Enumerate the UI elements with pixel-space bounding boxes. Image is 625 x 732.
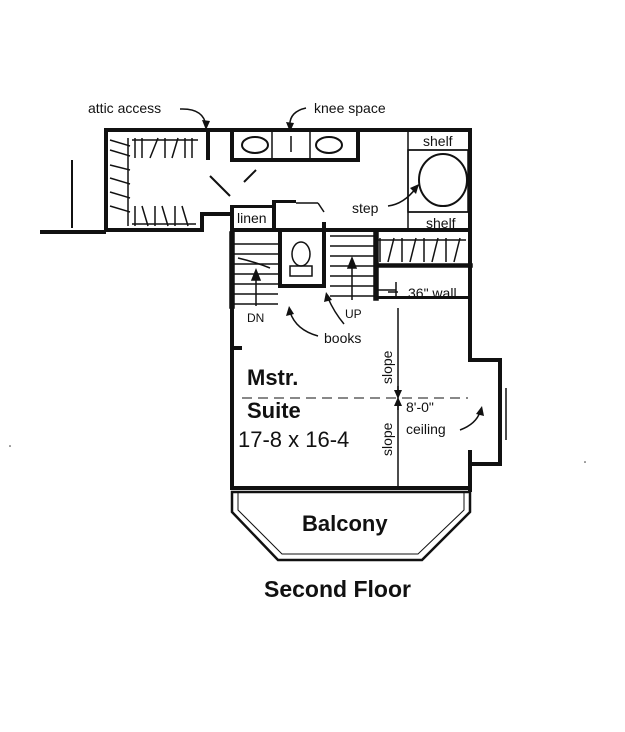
closet-hatch-bottom bbox=[132, 205, 196, 227]
speck bbox=[9, 445, 11, 447]
step-label: step bbox=[352, 200, 379, 216]
closet-hatch-top bbox=[132, 137, 198, 159]
wall-36-label: 36" wall bbox=[408, 285, 457, 301]
room-name-line1: Mstr. bbox=[247, 365, 298, 390]
books-label: books bbox=[324, 330, 361, 346]
plan-title: Second Floor bbox=[264, 576, 411, 602]
leader-arrows bbox=[179, 107, 484, 431]
closet-hatch-side bbox=[109, 138, 131, 226]
shelf-top-label: shelf bbox=[423, 133, 453, 149]
slope-upper-label: slope bbox=[379, 350, 395, 384]
toilet-bowl-icon bbox=[291, 241, 311, 267]
stairs-down bbox=[229, 231, 278, 309]
closet-hatch-right bbox=[377, 237, 473, 268]
speck bbox=[584, 461, 586, 463]
ceiling-label: ceiling bbox=[406, 421, 446, 437]
sink-left-icon bbox=[241, 136, 269, 154]
knee-space-label: knee space bbox=[314, 100, 386, 116]
knee-space bbox=[206, 128, 472, 162]
master-suite bbox=[230, 228, 507, 492]
linen-label: linen bbox=[237, 210, 267, 226]
bath-tub-area bbox=[230, 128, 472, 232]
stairs-up bbox=[330, 231, 379, 301]
room-name-line2: Suite bbox=[247, 398, 301, 423]
linen-closet bbox=[230, 200, 325, 232]
sink-right-icon bbox=[315, 136, 343, 154]
toilet-tank-icon bbox=[289, 265, 313, 277]
bathtub-icon bbox=[418, 153, 468, 207]
toilet-room bbox=[278, 222, 326, 288]
slope-lower-label: slope bbox=[379, 422, 395, 456]
balcony bbox=[230, 490, 472, 562]
room-dimensions: 17-8 x 16-4 bbox=[238, 427, 349, 452]
wall-36in bbox=[378, 282, 472, 299]
balcony-label: Balcony bbox=[302, 511, 388, 536]
dn-label: DN bbox=[247, 311, 264, 325]
attic-block bbox=[40, 128, 257, 234]
shelf-bottom-label: shelf bbox=[426, 215, 456, 231]
up-label: UP bbox=[345, 307, 362, 321]
ceiling-height-label: 8'-0" bbox=[406, 399, 434, 415]
attic-access-label: attic access bbox=[88, 100, 161, 116]
